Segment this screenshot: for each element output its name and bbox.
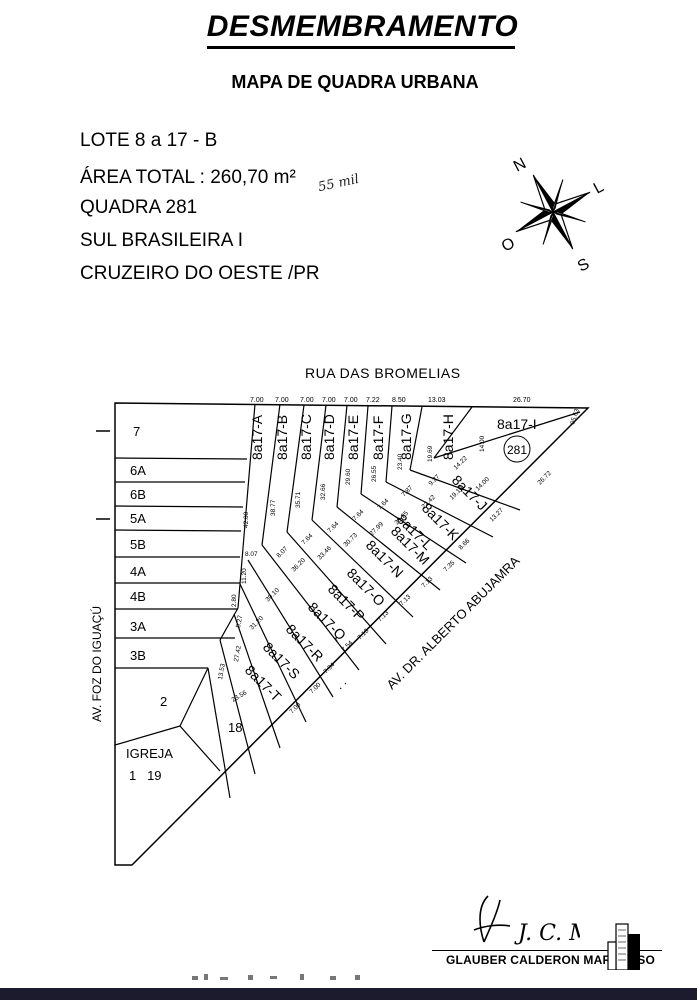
left-lot-5b: 5B (130, 537, 146, 552)
block-number: 281 (507, 443, 527, 457)
dim-left-28: 2.80 (231, 594, 238, 607)
document-subtitle: MAPA DE QUADRA URBANA (231, 72, 479, 92)
depth-g: 23.40 (397, 453, 404, 470)
left-lot-6b: 6B (130, 487, 146, 502)
front-m: 7.13 (420, 575, 434, 589)
len-o: 30.73 (342, 532, 359, 549)
width-c: 7.00 (300, 397, 314, 404)
dim-a-bottom: 8.07 (245, 551, 258, 558)
quadra-info: QUADRA 281 (80, 197, 198, 218)
compass-rose-icon: N L S O (499, 155, 607, 276)
lot-8a17-b: 8a17-B (274, 415, 290, 460)
lot-8a17-d: 8a17-D (321, 414, 337, 460)
lot-8a17-c: 8a17-C (298, 414, 314, 460)
building-logo-icon (607, 923, 640, 970)
front-s: 7.00 (308, 681, 322, 695)
cidade-info: CRUZEIRO DO OESTE /PR (80, 263, 320, 284)
handwritten-note: 55 mil (316, 171, 361, 196)
scan-artifact (192, 974, 360, 980)
street-diagonal: AV. DR. ALBERTO ABUJAMRA (384, 553, 523, 692)
dim-left-527: 5.27 (235, 614, 244, 628)
left-lot-6a: 6A (130, 463, 146, 478)
left-lot-7: 7 (133, 424, 140, 439)
left-lot-1-19: 1 19 (129, 768, 162, 783)
dim-east-edge: 26.72 (536, 470, 553, 487)
left-lot-igreja: IGREJA (126, 746, 173, 761)
left-lot-3a: 3A (130, 619, 146, 634)
lot-8a17-f: 8a17-F (370, 416, 386, 460)
depth-c: 35.71 (295, 491, 302, 508)
document-title: DESMEMBRAMENTO (206, 10, 519, 43)
signature-name: GLAUBER CALDERON MARCASSO (446, 953, 655, 967)
left-lot-5a: 5A (130, 511, 146, 526)
lot-8a17-g: 8a17-G (398, 413, 414, 460)
front-o: 7.13 (376, 609, 390, 623)
front-q: 7.54 (340, 639, 354, 653)
title-underline (207, 46, 515, 49)
front-l: 7.35 (442, 559, 456, 573)
width-f: 7.22 (366, 397, 380, 404)
signature-line (432, 950, 662, 951)
len-s: 31.20 (248, 615, 265, 632)
block-plan: RUA DAS BROMELIAS AV. FOZ DO IGUAÇÚ AV. … (89, 365, 590, 866)
len-n: 27.99 (368, 521, 385, 538)
compass-west: O (499, 235, 518, 256)
depth-e: 29.60 (345, 468, 352, 485)
width-a: 7.00 (250, 397, 264, 404)
width-e: 7.00 (344, 397, 358, 404)
scan-bottom-edge (0, 988, 697, 1000)
front-k: 8.66 (457, 537, 471, 551)
width-d: 7.00 (322, 397, 336, 404)
width-b: 7.00 (275, 397, 289, 404)
dim-a-small: 8.07 (275, 545, 289, 559)
left-lot-4a: 4A (130, 564, 146, 579)
signature-mark: J. C. M (473, 895, 580, 946)
dim-c-small: 7.64 (326, 520, 340, 534)
street-left: AV. FOZ DO IGUAÇÚ (89, 606, 104, 722)
bairro-info: SUL BRASILEIRA I (80, 230, 243, 251)
depth-d: 32.66 (320, 483, 327, 500)
depth-i: 14.00 (479, 435, 486, 452)
front-t: 7.00 (288, 701, 302, 715)
left-lot-3b: 3B (130, 648, 146, 663)
dim-left-2742: 27.42 (233, 645, 243, 663)
width-i: 26.70 (513, 397, 531, 404)
left-lot-2: 2 (160, 694, 167, 709)
dim-east-top: 05.63 (569, 408, 581, 426)
dim-left-1353: 13.53 (217, 663, 227, 681)
dim-j-bottom: 13.27 (488, 507, 505, 524)
len-q: 36.20 (290, 557, 307, 574)
depth-h: 19.69 (427, 445, 434, 462)
dim-left-11: 11.20 (241, 568, 248, 584)
lot-8a17-h: 8a17-H (440, 414, 456, 460)
lot-8a17-e: 8a17-E (345, 415, 361, 460)
front-r: 7.94 (322, 661, 336, 675)
signature-initials: J. C. M (514, 921, 580, 946)
area-info: ÁREA TOTAL : 260,70 m² (80, 167, 296, 188)
depth-f: 26.55 (371, 465, 378, 482)
lot-info: LOTE 8 a 17 - B (80, 130, 218, 151)
dim-b-small: 7.64 (300, 532, 314, 546)
lot-8a17-i: 8a17-I (497, 416, 537, 432)
len-p: 33.46 (316, 545, 333, 562)
width-h: 13.03 (428, 397, 446, 404)
svg-text:. .: . . (332, 675, 349, 692)
width-g: 8.50 (392, 397, 406, 404)
front-p: 7.13 (356, 627, 370, 641)
street-top: RUA DAS BROMELIAS (305, 365, 461, 381)
dim-d-small: 7.64 (351, 508, 365, 522)
compass-south: S (575, 256, 592, 276)
compass-north: N (511, 155, 529, 175)
depth-b: 38.77 (270, 499, 277, 516)
compass-east: L (591, 178, 607, 197)
left-lot-18: 18 (228, 720, 242, 735)
depth-a: 42.00 (243, 511, 250, 528)
left-lot-4b: 4B (130, 589, 146, 604)
lot-8a17-a: 8a17-A (249, 414, 265, 460)
